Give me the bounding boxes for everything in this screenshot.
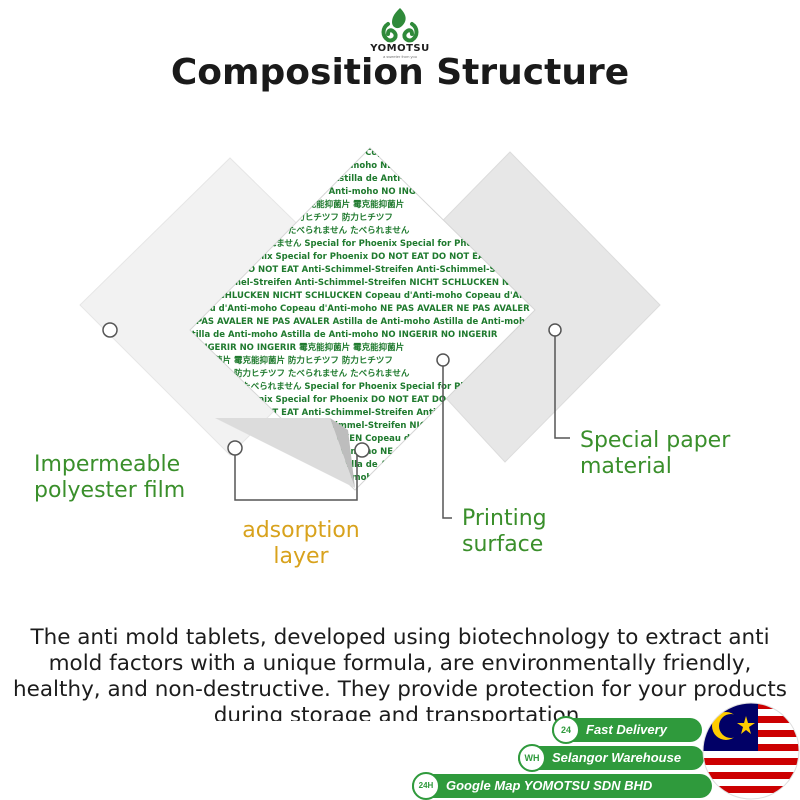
- malaysia-flag-icon: [702, 702, 800, 800]
- tablet-print-line: 霉克能抑菌片 霉克能抑菌片 防力ヒチツフ 防力ヒチツフ: [180, 355, 393, 366]
- tablet-print-line: Copeau d'Anti-moho Copeau d'Anti-moho NE…: [180, 304, 530, 314]
- truck-24h-icon: 24H: [412, 772, 440, 800]
- fast-delivery-label: Fast Delivery: [586, 722, 667, 737]
- tablet-print-line: Copeau d'Anti-moho Copeau d'Anti-moho NE…: [180, 161, 530, 171]
- label-adsorption-layer: adsorption layer: [242, 518, 360, 569]
- label-polyester-film: Impermeable polyester film: [34, 452, 186, 503]
- brand-logo: YOMOTSU a sweeter from you: [360, 6, 440, 66]
- tablet-print-line: Astilla de Anti-moho Astilla de Anti-moh…: [180, 330, 498, 340]
- yomotsu-logo-icon: [381, 8, 419, 43]
- tablet-print-line: 防力ヒチツフ 防力ヒチツフ たべられません たべられません: [180, 368, 410, 379]
- warehouse-label: Selangor Warehouse: [552, 750, 682, 765]
- fast-delivery-badge: 24 Fast Delivery: [552, 716, 702, 744]
- tablet-print-line: NE PAS AVALER NE PAS AVALER Astilla de A…: [180, 460, 531, 470]
- tablet-print-line: NE PAS AVALER NE PAS AVALER Astilla de A…: [180, 317, 531, 327]
- tablet-print-line: Special for Phoenix Special for Phoenix …: [180, 252, 490, 262]
- warehouse-badge: WH Selangor Warehouse: [518, 744, 704, 772]
- google-map-label: Google Map YOMOTSU SDN BHD: [446, 778, 653, 793]
- marker-printing: [436, 353, 450, 367]
- clock-24-icon: 24: [552, 716, 580, 744]
- marker-polyester-film: [102, 322, 118, 338]
- tablet-print-line: NICHT SCHLUCKEN NICHT SCHLUCKEN Copeau d…: [180, 291, 562, 301]
- tablet-print-line: NICHT SCHLUCKEN NICHT SCHLUCKEN Copeau d…: [180, 434, 562, 444]
- tablet-print-line: NE PAS AVALER NE PAS AVALER Astilla de A…: [180, 174, 531, 184]
- marker-adsorption-right: [354, 442, 370, 458]
- tablet-print-line: Anti-Schimmel-Streifen Anti-Schimmel-Str…: [180, 421, 592, 431]
- structure-diagram: NICHT SCHLUCKEN NICHT SCHLUCKEN Copeau d…: [79, 147, 661, 519]
- tablet-print-line: DO NOT EAT DO NOT EAT Anti-Schimmel-Stre…: [180, 408, 528, 418]
- adsorption-layer-corner: [215, 418, 355, 488]
- callout-line-adsorption: [234, 452, 358, 501]
- tablet-print-line: NO INGERIR NO INGERIR 霉克能抑菌片 霉克能抑菌片: [180, 342, 404, 353]
- tablet-print-line: 防力ヒチツフ 防力ヒチツフ たべられません たべられません: [180, 225, 410, 236]
- marker-paper: [548, 323, 562, 337]
- tablet-print-line: たべられません たべられません Special for Phoenix Spec…: [180, 238, 493, 249]
- tablet-print-line: DO NOT EAT DO NOT EAT Anti-Schimmel-Stre…: [180, 265, 528, 275]
- callout-line-printing: [442, 365, 452, 519]
- callout-line-paper: [554, 333, 570, 439]
- brand-tagline: a sweeter from you: [382, 54, 417, 59]
- tablet-print-line: たべられません たべられません Special for Phoenix Spec…: [180, 381, 493, 392]
- brand-name: YOMOTSU: [370, 43, 430, 54]
- page-title: Composition Structure: [170, 52, 630, 93]
- label-printing-surface: Printing surface: [462, 506, 547, 557]
- printing-surface-sheet: [189, 147, 536, 491]
- tablet-print-line: Anti-Schimmel-Streifen Anti-Schimmel-Str…: [180, 278, 592, 288]
- google-map-badge: 24H Google Map YOMOTSU SDN BHD: [412, 772, 712, 800]
- warehouse-icon: WH: [518, 744, 546, 772]
- marker-adsorption-left: [227, 440, 243, 456]
- product-description: The anti mold tablets, developed using b…: [13, 625, 787, 721]
- tablet-print-line: Special for Phoenix Special for Phoenix …: [180, 395, 490, 405]
- tablet-print-line: Astilla de Anti-moho Astilla de Anti-moh…: [180, 187, 498, 197]
- label-special-paper: Special paper material: [580, 428, 731, 479]
